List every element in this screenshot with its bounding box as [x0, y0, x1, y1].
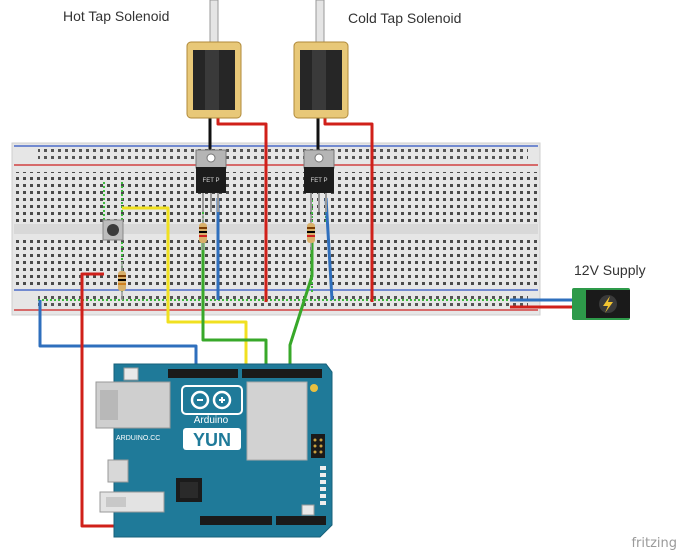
wire-green-hot [201, 238, 268, 376]
hot-tap-solenoid-label: Hot Tap Solenoid [63, 8, 170, 24]
board-site: ARDUINO.CC [116, 435, 160, 442]
hot-solenoid [186, 0, 242, 119]
fritzing-watermark: fritzing [631, 536, 677, 551]
wire-cold-blue [324, 197, 334, 301]
resistor-cold [307, 214, 315, 250]
cold-solenoid [293, 0, 349, 119]
wire-green-cold [288, 238, 314, 376]
push-button [102, 219, 124, 241]
mosfet-hot: FET P [195, 149, 227, 212]
wire-cold-red [323, 117, 374, 302]
supply-label: 12V Supply [574, 262, 646, 278]
wire-hot-red [216, 117, 268, 302]
arduino-board: Arduino YUN ARDUINO.CC [95, 363, 333, 538]
resistor-button [118, 262, 126, 300]
mosfet-hot-label: FET P [203, 178, 220, 184]
wire-gnd-blue [38, 300, 198, 376]
mosfet-cold-label: FET P [311, 178, 328, 184]
board-model: YUN [193, 430, 231, 450]
board-brand: Arduino [194, 415, 229, 426]
cold-tap-solenoid-label: Cold Tap Solenoid [348, 10, 462, 26]
resistor-hot [199, 214, 207, 250]
breadboard [11, 142, 541, 316]
power-jack [572, 288, 630, 320]
mosfet-cold: FET P [303, 149, 335, 212]
